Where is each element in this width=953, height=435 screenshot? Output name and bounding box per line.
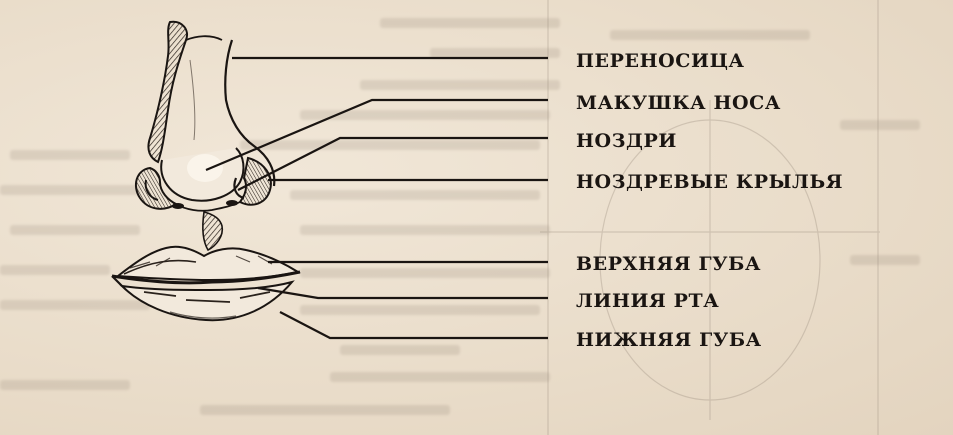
label-lower-lip: НИЖНЯЯ ГУБА: [576, 329, 762, 351]
lips-drawing: [111, 245, 301, 322]
label-nostril-wings: НОЗДРЕВЫЕ КРЫЛЬЯ: [576, 171, 844, 193]
leader-tip: [205, 98, 548, 172]
label-bridge: ПЕРЕНОСИЦА: [576, 50, 745, 72]
label-mouth-line: ЛИНИЯ РТА: [576, 290, 720, 312]
label-nostrils: НОЗДРИ: [576, 130, 677, 152]
leader-nostrils: [237, 136, 548, 191]
leader-mouth-line: [257, 286, 548, 300]
label-upper-lip: ВЕРХНЯЯ ГУБА: [576, 253, 762, 275]
bleed-frame: [540, 0, 880, 435]
leader-lower-lip: [279, 311, 548, 340]
leader-lines: [205, 56, 548, 340]
nose-drawing: [134, 20, 276, 252]
label-nose-tip: МАКУШКА НОСА: [576, 92, 781, 114]
